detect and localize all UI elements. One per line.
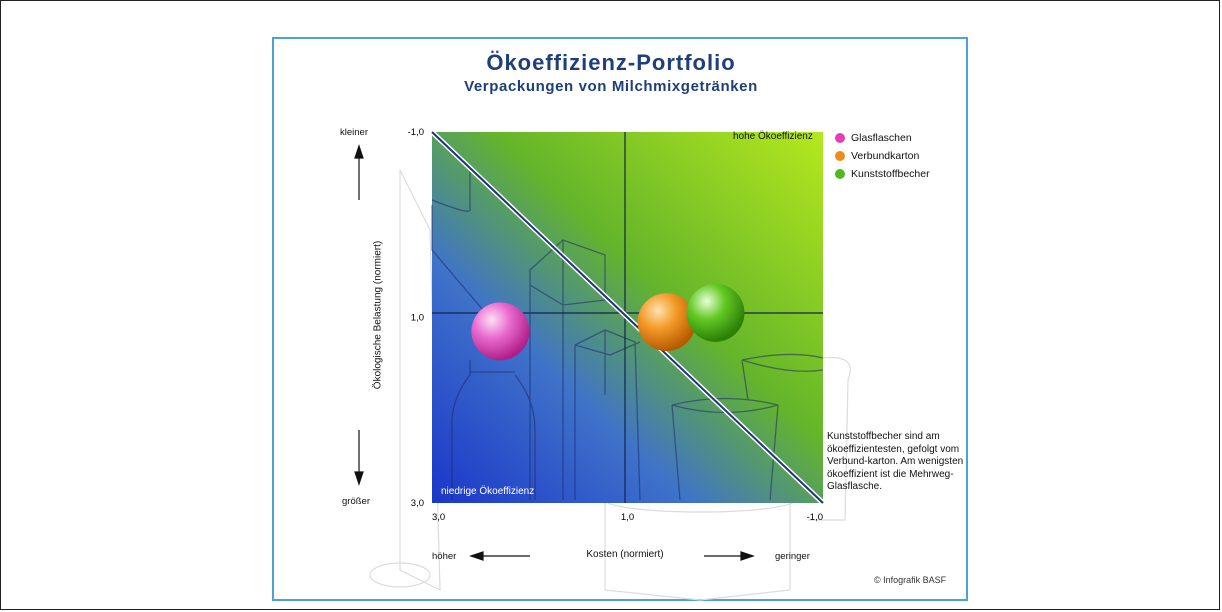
y-tick-label: 1,0 — [411, 313, 424, 324]
legend-dot-orange — [835, 151, 845, 162]
data-point-kunststoffbecher — [686, 283, 745, 342]
x-tick-label: 3,0 — [432, 512, 445, 523]
x-direction-right: geringer — [775, 551, 810, 562]
legend-dot-green — [835, 169, 845, 180]
x-axis-label: Kosten (normiert) — [586, 549, 664, 560]
quadrant-label-high: hohe Ökoeffizienz — [733, 131, 813, 142]
y-axis-label: Ökologische Belastung (normiert) — [372, 240, 384, 390]
y-tick-label: 3,0 — [411, 498, 424, 509]
diagonal-line-inner — [431, 131, 824, 504]
legend-dot-pink — [835, 133, 845, 144]
legend-label: Glasflaschen — [851, 132, 912, 144]
legend-label: Kunststoffbecher — [851, 168, 930, 180]
quadrant-label-low: niedrige Ökoeffizienz — [441, 486, 535, 497]
x-direction-left: höher — [432, 551, 457, 562]
packaging-sketches — [431, 170, 824, 501]
data-point-glasflaschen — [471, 302, 530, 361]
y-tick-label: -1,0 — [408, 127, 424, 138]
legend-item-kunststoffbecher: Kunststoffbecher — [835, 167, 930, 181]
x-tick-label: 1,0 — [621, 512, 634, 523]
legend-item-glasflaschen: Glasflaschen — [835, 131, 912, 145]
chart-subtitle: Verpackungen von Milchmixgetränken — [464, 78, 758, 95]
axis-arrows — [354, 144, 755, 561]
x-tick-label: -1,0 — [807, 512, 823, 523]
legend-label: Verbundkarton — [851, 150, 920, 162]
annotation-note: Kunststoffbecher sind am ökoeffizientest… — [827, 431, 964, 492]
credit: © Infografik BASF — [874, 575, 947, 585]
chart-title: Ökoeffizienz-Portfolio — [486, 50, 736, 75]
y-direction-bottom: größer — [342, 496, 370, 507]
data-point-verbundkarton — [637, 293, 696, 352]
legend-item-verbundkarton: Verbundkarton — [835, 149, 919, 163]
y-direction-top: kleiner — [340, 127, 368, 138]
